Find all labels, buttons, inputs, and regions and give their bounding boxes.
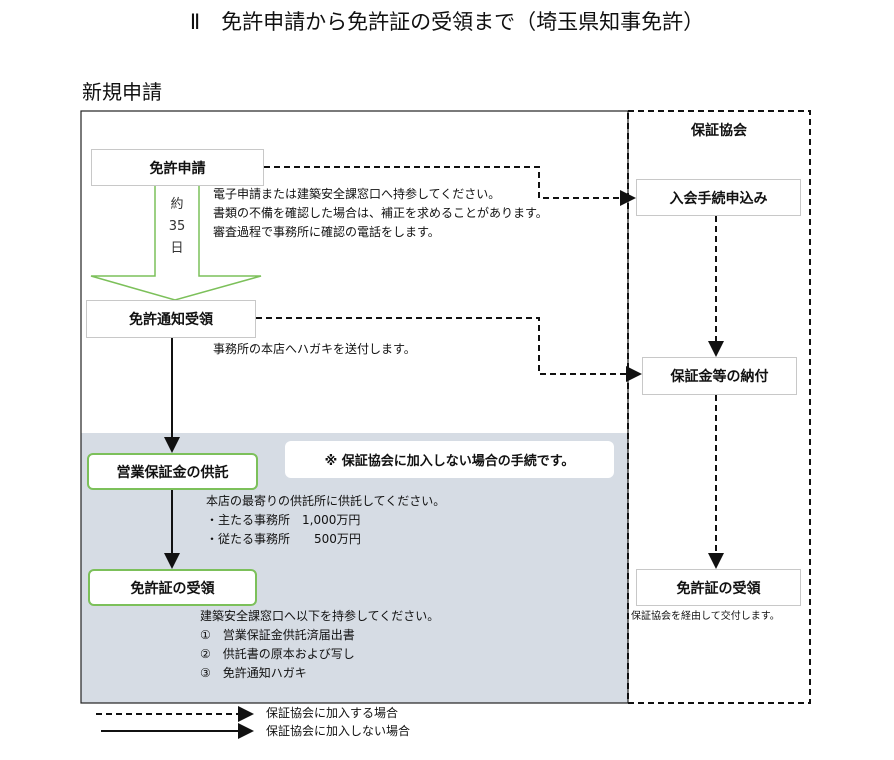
receive-notes: 建築安全課窓口へ以下を持参してください。 ① 営業保証金供託済届出書 ② 供託書… [200,607,439,683]
duration-label: 約 35 日 [155,194,199,260]
legend-dashed-label: 保証協会に加入する場合 [266,706,399,720]
join-box: 入会手続申込み [636,179,801,216]
receive-box: 免許証の受領 [88,569,257,606]
duration-unit: 日 [170,241,184,256]
note-box: ※ 保証協会に加入しない場合の手続です。 [285,441,614,478]
receive-note: 建築安全課窓口へ以下を持参してください。 [200,609,440,623]
duration-prefix: 約 [170,197,184,212]
apply-note: 審査過程で事務所に確認の電話をします。 [213,225,440,239]
legend-solid-label: 保証協会に加入しない場合 [266,724,411,738]
apply-notes: 電子申請または建築安全課窓口へ持参してください。 書類の不備を確認した場合は、補… [213,185,548,242]
section-title: 新規申請 [82,80,162,104]
apply-note: 電子申請または建築安全課窓口へ持参してください。 [213,187,501,201]
dashed-arrow-notice-payment [256,317,642,382]
deposit-note: ・主たる事務所 1,000万円 [206,513,361,527]
apply-note: 書類の不備を確認した場合は、補正を求めることがあります。 [213,206,548,220]
association-receive-note: 保証協会を経由して交付します。 [631,611,780,622]
notice-box: 免許通知受領 [86,300,256,338]
receive-note: ② 供託書の原本および写し [200,647,355,661]
payment-box: 保証金等の納付 [642,357,797,395]
deposit-notes: 本店の最寄りの供託所に供託してください。 ・主たる事務所 1,000万円 ・従た… [206,492,445,549]
notice-note: 事務所の本店へハガキを送付します。 [213,342,416,356]
receive-note: ① 営業保証金供託済届出書 [200,628,355,642]
association-header: 保証協会 [691,123,747,139]
apply-box: 免許申請 [91,149,264,186]
deposit-note: 本店の最寄りの供託所に供託してください。 [206,494,446,508]
deposit-note: ・従たる事務所 500万円 [206,532,361,546]
receive-note: ③ 免許通知ハガキ [200,666,307,680]
duration-days: 35 [168,219,186,234]
dashed-arrow-apply-join [264,166,636,206]
association-receive-box: 免許証の受領 [636,569,801,606]
page-title: Ⅱ 免許申請から免許証の受領まで（埼玉県知事免許） [189,10,705,34]
deposit-box: 営業保証金の供託 [87,453,258,490]
association-frame [627,110,811,704]
